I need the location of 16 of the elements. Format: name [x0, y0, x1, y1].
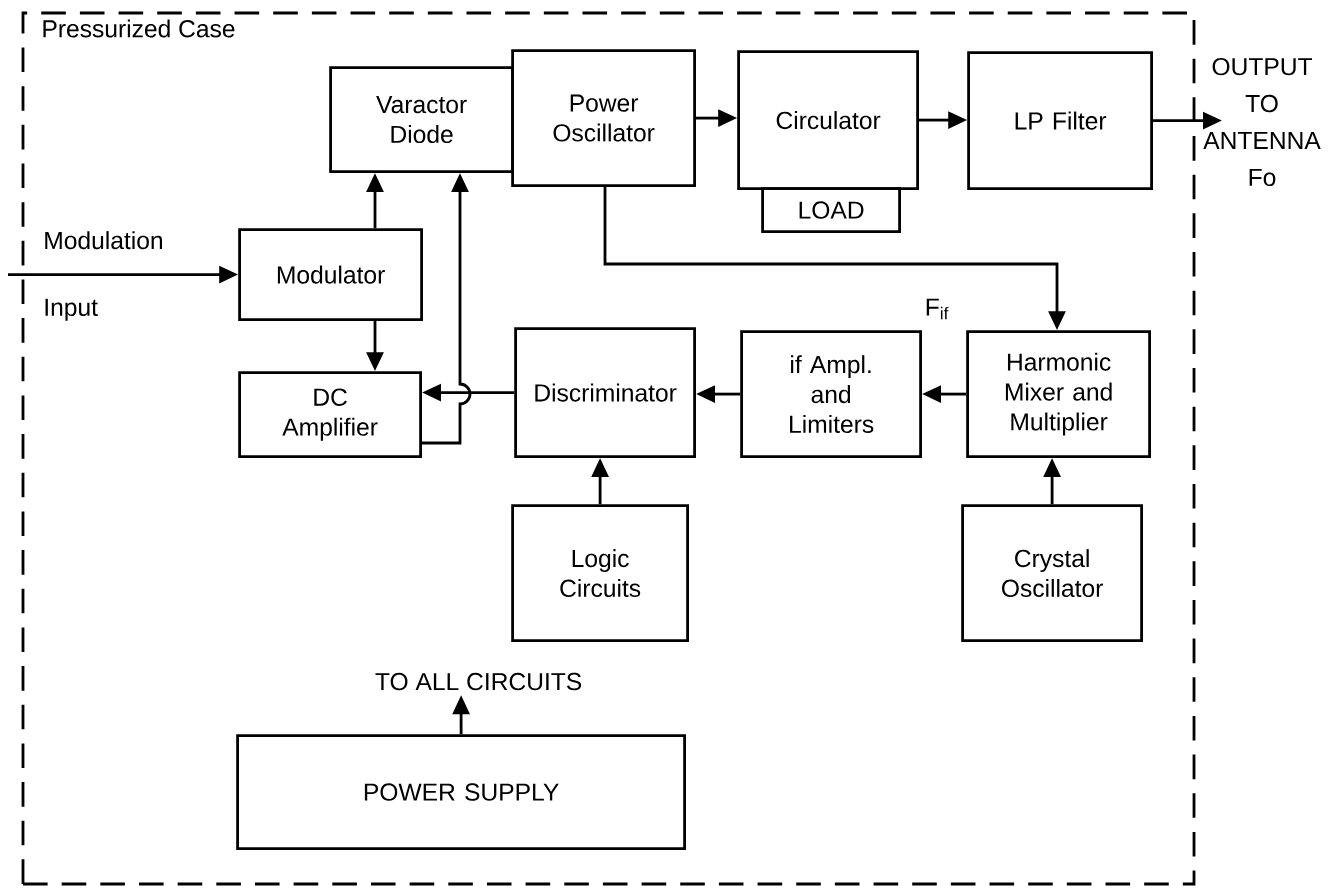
process-box: Harmonic Mixer and Multiplier [966, 330, 1151, 458]
process-box: LP Filter [967, 51, 1153, 190]
process-box: Modulator [238, 228, 423, 321]
process-box: POWER SUPPLY [236, 734, 686, 850]
process-box: Power Oscillator [511, 49, 696, 187]
process-box: DC Amplifier [238, 371, 422, 458]
edge-label: Modulation Input [45, 231, 162, 321]
process-box: Crystal Oscillator [961, 504, 1143, 642]
annotation-text: TO ALL CIRCUITS [375, 672, 582, 691]
process-box: if Ampl. and Limiters [740, 330, 922, 458]
process-box: Discriminator [514, 327, 696, 458]
process-box: Varactor Diode [329, 66, 514, 173]
process-box: Logic Circuits [511, 504, 689, 642]
edge-label: OUTPUT TO ANTENNA Fo [1203, 57, 1321, 187]
frequency-label: F$_{if}$ [926, 298, 949, 320]
load-box: LOAD [761, 187, 901, 233]
